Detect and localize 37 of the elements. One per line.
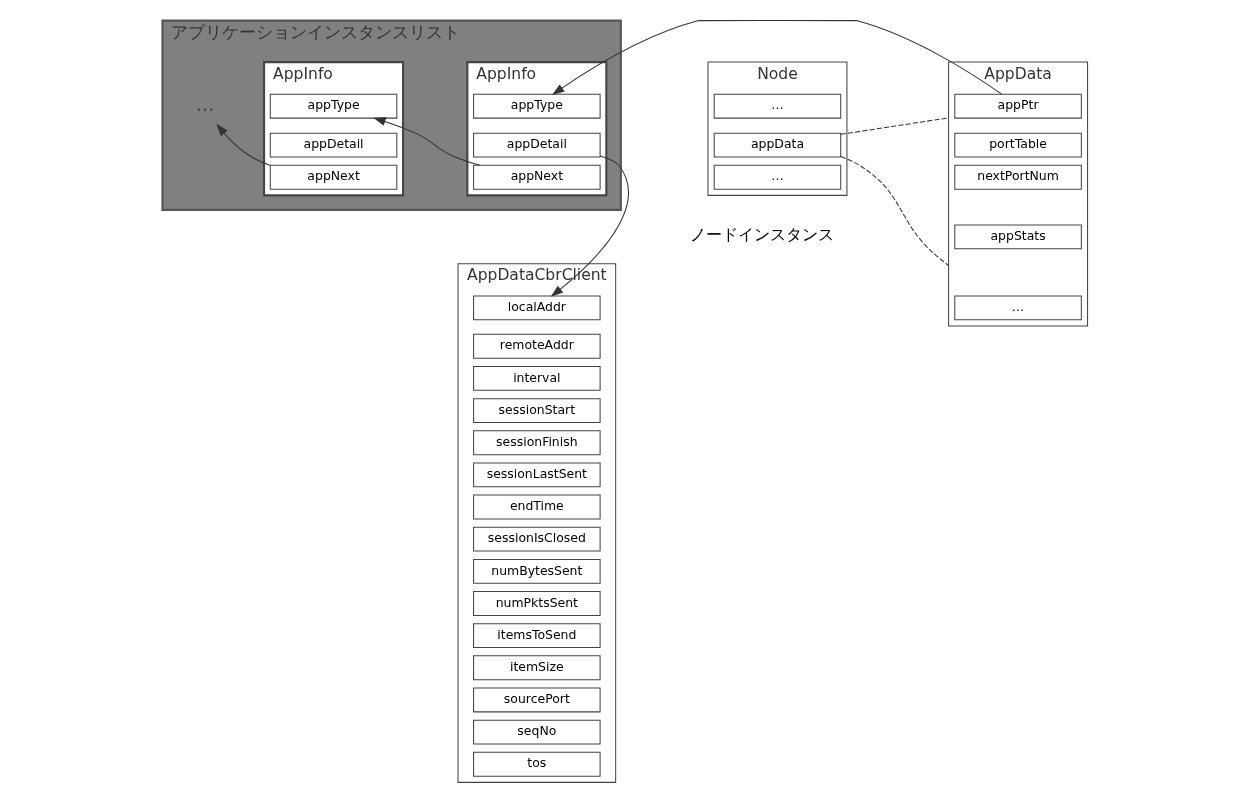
node-box: appDetail bbox=[473, 132, 601, 158]
node-box: appType bbox=[269, 93, 398, 119]
node-box: appDetail bbox=[269, 132, 398, 158]
node-box: sessionStart bbox=[473, 398, 601, 423]
node-box: endTime bbox=[473, 494, 601, 520]
node-box: … bbox=[713, 164, 842, 190]
node-box: appNext bbox=[269, 164, 398, 190]
node-box: appPtr bbox=[954, 93, 1082, 119]
arrow bbox=[373, 117, 481, 166]
node-box: sessionIsClosed bbox=[473, 526, 601, 552]
node-box: appType bbox=[473, 93, 601, 119]
arrow bbox=[216, 123, 271, 166]
node-box: appStats bbox=[954, 224, 1082, 250]
node-box: sourcePort bbox=[473, 687, 601, 713]
node-box: portTable bbox=[954, 132, 1082, 158]
node-box: numPktsSent bbox=[473, 591, 601, 616]
node-box: numBytesSent bbox=[473, 558, 601, 584]
arrow bbox=[550, 155, 629, 297]
node-box: itemSize bbox=[473, 655, 601, 681]
arrow bbox=[551, 20, 1003, 96]
node-box: appNext bbox=[473, 164, 601, 190]
node-box: tos bbox=[473, 751, 601, 777]
node-box: nextPortNum bbox=[954, 164, 1082, 190]
connector bbox=[840, 156, 950, 266]
node-label: ノードインスタンス bbox=[689, 226, 834, 245]
node-box: localAddr bbox=[473, 295, 601, 321]
node-box: sessionFinish bbox=[473, 430, 601, 456]
node-box: appData bbox=[713, 132, 842, 158]
connector bbox=[840, 117, 950, 135]
node-box: … bbox=[954, 295, 1082, 321]
node-box: sessionLastSent bbox=[473, 462, 601, 488]
node-text: … bbox=[195, 93, 215, 115]
node-box: seqNo bbox=[473, 719, 601, 745]
node-box: itemsToSend bbox=[473, 623, 601, 649]
node-box: remoteAddr bbox=[473, 333, 601, 359]
node-box: … bbox=[713, 93, 842, 119]
node-box: interval bbox=[473, 366, 601, 391]
